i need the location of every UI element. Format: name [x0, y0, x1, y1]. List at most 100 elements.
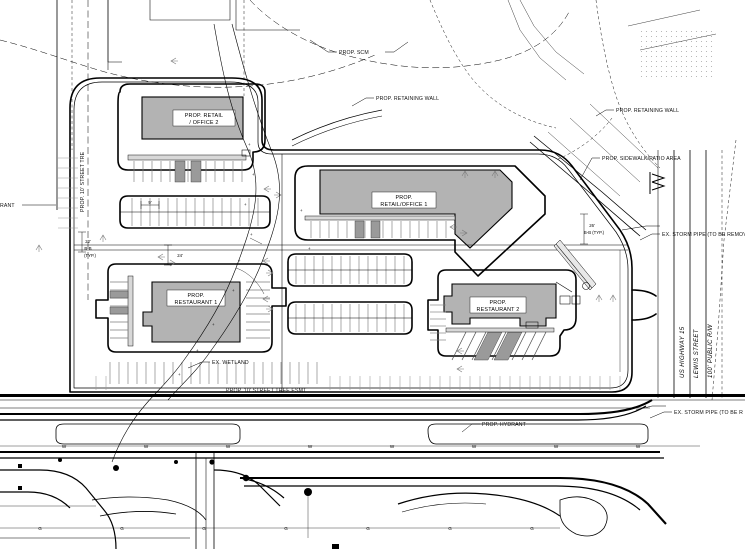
intersection-southwest	[0, 452, 667, 549]
loop-road-southeast	[397, 492, 608, 537]
annotation-storm-pipe-lower-text: EX. STORM PIPE (TO BE R	[674, 410, 743, 416]
annotation-street-tree-esmt-left: PROP. 10' STREET TRE	[80, 151, 86, 212]
building-label-restaurant-1-line1: PROP.	[187, 293, 204, 299]
utility-label-g-7: G	[530, 526, 534, 531]
utility-label-w-4: W	[308, 444, 313, 449]
row-label-public-rw: 100' PUBLIC R/W	[708, 323, 714, 378]
ex-storm-pipe	[621, 139, 737, 411]
building-label-restaurant-2-line1: PROP.	[489, 300, 506, 306]
parking-row-south	[109, 362, 318, 384]
annotation-sidewalk-patio: PROP. SIDEWALK/PATIO AREA	[579, 156, 681, 181]
utility-water-line: W W W W W W W W	[0, 444, 700, 449]
utility-label-w-5: W	[390, 444, 395, 449]
building-restaurant-2: PROP. RESTAURANT 2	[443, 283, 557, 327]
building-retail-office-1: PROP. RETAIL/OFFICE 1	[319, 169, 513, 249]
row-label-line2: LEWIS STREET	[694, 328, 700, 378]
svg-text:+: +	[196, 348, 199, 353]
annotation-retaining-wall-right-text: PROP. RETAINING WALL	[616, 108, 679, 114]
prop-retaining-wall-left	[291, 109, 383, 147]
svg-text:+: +	[178, 372, 181, 377]
prop-sidewalk-patio	[553, 239, 597, 291]
row-label-line3: 100' PUBLIC R/W	[708, 323, 714, 378]
annotation-street-tree-esmt-bottom-text: PROP. 10' STREET TREE ESMT	[226, 388, 307, 394]
annotation-prop-scm: PROP. SCM	[309, 39, 409, 56]
building-label-retail-office-1-line2: RETAIL/OFFICE 1	[380, 202, 427, 208]
annotation-ex-wetland: EX. WETLAND	[187, 360, 249, 369]
svg-text:+: +	[300, 208, 303, 213]
street-tree-ticks-bottom	[95, 376, 621, 390]
site-structures	[241, 149, 590, 329]
curb-island-restaurant2	[427, 269, 577, 357]
dimension-left-bb-typ: (TYP.)	[84, 253, 96, 258]
utility-label-g-4: G	[284, 526, 288, 531]
roadway-corridor	[0, 394, 745, 459]
svg-text:+: +	[244, 202, 247, 207]
parking-restaurant1-east	[246, 281, 270, 339]
parking-bay-center-lower	[287, 301, 413, 335]
utility-label-g-6: G	[448, 526, 452, 531]
building-label-retail-office-2-line1: PROP. RETAIL	[185, 113, 223, 119]
svg-text:+: +	[212, 322, 215, 327]
access-drive-east	[631, 289, 657, 321]
existing-contours	[0, 0, 661, 169]
svg-text:+: +	[308, 246, 311, 251]
annotation-street-tree-esmt-bottom: PROP. 10' STREET TREE ESMT	[226, 388, 307, 394]
annotation-storm-pipe-lower: EX. STORM PIPE (TO BE R	[649, 410, 743, 419]
curb-island-bldg1	[294, 165, 546, 277]
building-retail-office-2: PROP. RETAIL / OFFICE 2	[141, 96, 244, 140]
svg-text:+: +	[232, 288, 235, 293]
building-label-restaurant-2-line2: RESTAURANT 2	[477, 307, 520, 313]
parking-bay-center	[287, 253, 413, 287]
annotation-retaining-wall-left-text: PROP. RETAINING WALL	[376, 96, 439, 102]
row-label-us-highway-15: US HIGHWAY 15	[680, 326, 686, 378]
svg-text:+: +	[248, 142, 251, 147]
dimension-aisle-value: 24'	[177, 253, 183, 258]
row-label-lewis-street: LEWIS STREET	[694, 328, 700, 378]
dimension-stall-value: 9'	[148, 200, 151, 205]
utility-label-g-3: G	[202, 526, 206, 531]
building-label-retail-office-1-line1: PROP.	[395, 195, 412, 201]
ex-wetland-boundary: + + + + + + + + + + +	[111, 23, 311, 463]
dimension-left-bb-note: B-B	[84, 246, 91, 251]
utility-label-w-7: W	[554, 444, 559, 449]
annotation-storm-pipe-upper-text: EX. STORM PIPE (TO BE REMOVED)	[662, 232, 745, 238]
utility-label-w-6: W	[472, 444, 477, 449]
building-label-retail-office-2-line2: / OFFICE 2	[189, 120, 218, 126]
curb-island-bldg2	[117, 83, 266, 171]
utility-label-g-5: G	[366, 526, 370, 531]
annotation-prop-scm-text: PROP. SCM	[339, 50, 369, 56]
parking-row-retail1-south	[304, 215, 456, 239]
utility-label-g-2: G	[120, 526, 124, 531]
dimension-left-bb-value: 22'	[85, 239, 91, 244]
annotation-prop-hydrant: PROP. HYDRANT	[461, 422, 527, 433]
annotation-ex-wetland-text: EX. WETLAND	[212, 360, 249, 366]
row-label-line1: US HIGHWAY 15	[680, 326, 686, 378]
annotation-retaining-wall-left: PROP. RETAINING WALL	[351, 96, 439, 107]
annotation-hydrant-clipped-left: RANT	[0, 203, 56, 209]
dimension-right-bb: 26' B-B (TYP.)	[580, 213, 605, 245]
annotation-prop-hydrant-text: PROP. HYDRANT	[482, 422, 527, 428]
svg-text:+: +	[238, 258, 241, 263]
annotation-retaining-wall-right: PROP. RETAINING WALL	[595, 108, 679, 117]
drive-aisles	[74, 154, 628, 392]
dimension-stall-width: 9'	[140, 200, 160, 209]
building-restaurant-1: PROP. RESTAURANT 1	[142, 281, 241, 343]
prop-retaining-wall-right	[529, 103, 666, 237]
utility-label-g-1: G	[38, 526, 42, 531]
traffic-arrows	[35, 57, 617, 373]
street-tree-ticks-left	[58, 157, 78, 229]
building-label-restaurant-1-line2: RESTAURANT 1	[175, 300, 218, 306]
property-lines-left	[56, 0, 300, 300]
svg-text:+: +	[252, 172, 255, 177]
utility-label-w-2: W	[144, 444, 149, 449]
annotation-sidewalk-patio-text: PROP. SIDEWALK/PATIO AREA	[602, 156, 681, 162]
site-perimeter-curb	[69, 77, 633, 393]
svg-text:+: +	[250, 232, 253, 237]
annotation-street-tree-esmt-left-text: PROP. 10' STREET TRE	[80, 151, 86, 212]
parking-restaurant1-west	[109, 281, 129, 339]
annotation-storm-pipe-upper: EX. STORM PIPE (TO BE REMOVED)	[639, 232, 745, 241]
parking-bay-center-left	[119, 195, 271, 229]
dimension-right-bb-note: B-B (TYP.)	[584, 230, 605, 235]
parking-restaurant2-angled	[445, 327, 555, 361]
